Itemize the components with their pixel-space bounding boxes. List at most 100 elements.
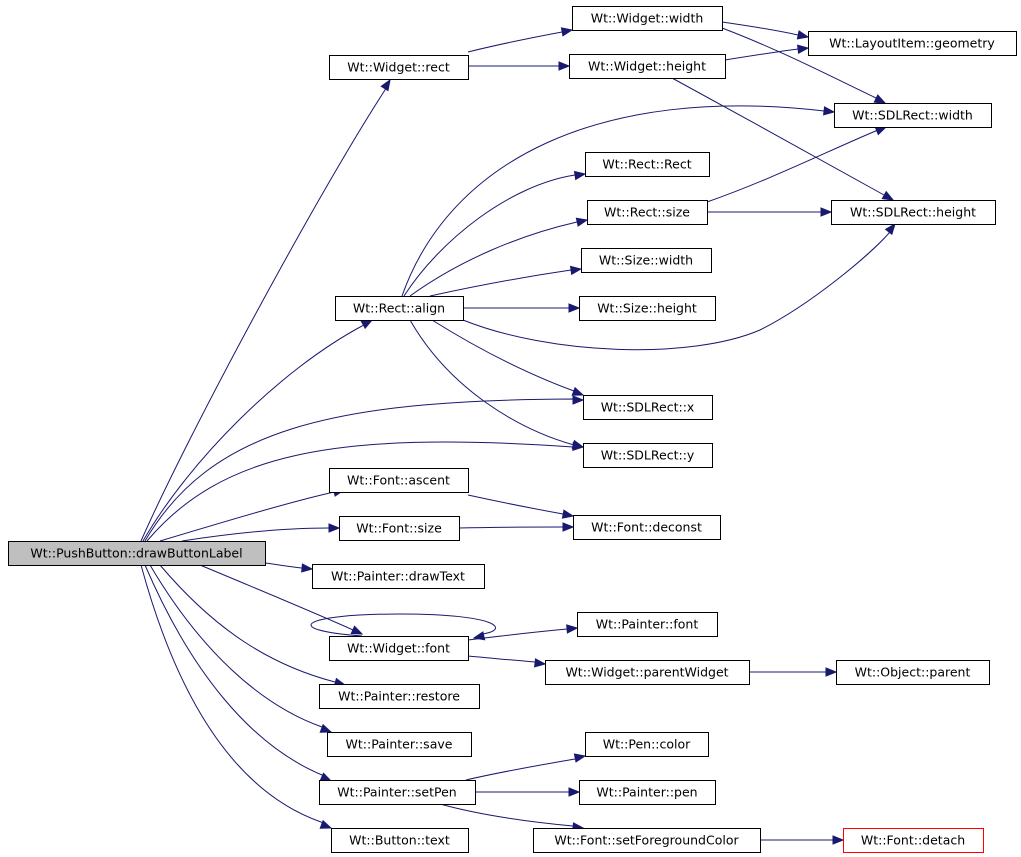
- edge-line: [467, 494, 574, 517]
- node-box[interactable]: [312, 564, 485, 589]
- node-box[interactable]: [834, 103, 992, 128]
- edge-line: [144, 398, 584, 542]
- node-label: Wt::Painter::setPen: [337, 785, 456, 800]
- node-sdlrect-height[interactable]: Wt::SDLRect::height: [831, 200, 996, 225]
- edge-rect-align-to-sdlrect-height: [462, 222, 896, 351]
- arrowhead-icon: [328, 523, 341, 533]
- node-pushbutton-drawbuttonlabel[interactable]: Wt::PushButton::drawButtonLabel: [8, 541, 266, 566]
- node-label: Wt::Rect::align: [353, 301, 445, 316]
- arrowhead-icon: [572, 395, 585, 405]
- arrowhead-icon: [566, 624, 579, 634]
- edge-widget-height-to-layoutitem-geometry: [724, 44, 810, 61]
- node-sdlrect-width[interactable]: Wt::SDLRect::width: [834, 103, 992, 128]
- node-widget-parentwidget[interactable]: Wt::Widget::parentWidget: [545, 660, 750, 685]
- node-sdlrect-x[interactable]: Wt::SDLRect::x: [583, 395, 713, 420]
- node-box[interactable]: [569, 54, 726, 79]
- node-box[interactable]: [329, 468, 469, 493]
- edge-widget-rect-to-widget-height: [468, 61, 571, 71]
- arrowhead-icon: [560, 27, 574, 37]
- node-font-size[interactable]: Wt::Font::size: [339, 516, 460, 541]
- node-widget-height[interactable]: Wt::Widget::height: [569, 54, 726, 79]
- node-font-detach[interactable]: Wt::Font::detach: [843, 828, 984, 853]
- node-sdlrect-y[interactable]: Wt::SDLRect::y: [583, 443, 713, 468]
- node-box[interactable]: [327, 732, 472, 757]
- node-font-setforegroundcolor[interactable]: Wt::Font::setForegroundColor: [533, 828, 761, 853]
- node-label: Wt::Widget::rect: [347, 60, 450, 75]
- node-rect-rect[interactable]: Wt::Rect::Rect: [585, 152, 710, 177]
- arrowhead-icon: [796, 30, 810, 40]
- node-box[interactable]: [583, 395, 713, 420]
- edge-line: [159, 489, 345, 542]
- node-box[interactable]: [329, 55, 469, 80]
- arrowhead-icon: [319, 723, 333, 733]
- arrowhead-icon: [562, 522, 575, 532]
- node-painter-pen[interactable]: Wt::Painter::pen: [579, 780, 716, 805]
- node-size-height[interactable]: Wt::Size::height: [579, 296, 716, 321]
- node-widget-font[interactable]: Wt::Widget::font: [329, 636, 469, 661]
- node-box[interactable]: [577, 612, 718, 637]
- edge-line: [310, 613, 497, 639]
- node-label: Wt::Widget::width: [591, 11, 704, 26]
- node-widget-width[interactable]: Wt::Widget::width: [572, 6, 723, 31]
- node-box[interactable]: [8, 541, 266, 566]
- edge-line: [159, 564, 346, 686]
- node-rect-size[interactable]: Wt::Rect::size: [587, 200, 708, 225]
- node-box[interactable]: [331, 828, 469, 853]
- node-box[interactable]: [585, 732, 709, 757]
- node-box[interactable]: [579, 296, 716, 321]
- node-painter-save[interactable]: Wt::Painter::save: [327, 732, 472, 757]
- node-box[interactable]: [808, 31, 1017, 56]
- node-box[interactable]: [573, 515, 721, 540]
- node-label: Wt::Painter::save: [346, 737, 453, 752]
- node-font-ascent[interactable]: Wt::Font::ascent: [329, 468, 469, 493]
- edge-widget-height-to-sdlrect-height: [671, 77, 895, 201]
- node-rect-align[interactable]: Wt::Rect::align: [335, 296, 464, 321]
- node-painter-font[interactable]: Wt::Painter::font: [577, 612, 718, 637]
- node-box[interactable]: [587, 200, 708, 225]
- node-label: Wt::Font::size: [356, 521, 442, 536]
- node-box[interactable]: [545, 660, 750, 685]
- arrowhead-icon: [825, 667, 838, 677]
- edge-rect-align-to-size-height: [462, 303, 581, 313]
- node-box[interactable]: [831, 200, 996, 225]
- arrowhead-icon: [832, 835, 845, 845]
- node-painter-drawtext[interactable]: Wt::Painter::drawText: [312, 564, 485, 589]
- node-box[interactable]: [579, 780, 716, 805]
- node-label: Wt::SDLRect::x: [601, 400, 695, 415]
- node-box[interactable]: [319, 684, 480, 709]
- node-box[interactable]: [572, 6, 723, 31]
- node-label: Wt::Font::deconst: [591, 520, 702, 535]
- node-box[interactable]: [843, 828, 984, 853]
- node-font-deconst[interactable]: Wt::Font::deconst: [573, 515, 721, 540]
- node-button-text[interactable]: Wt::Button::text: [331, 828, 469, 853]
- node-box[interactable]: [319, 780, 476, 805]
- node-box[interactable]: [339, 516, 460, 541]
- arrowhead-icon: [873, 94, 887, 104]
- node-object-parent[interactable]: Wt::Object::parent: [836, 660, 990, 685]
- edge-pushbutton-drawbuttonlabel-to-font-ascent: [159, 487, 346, 542]
- edge-painter-setpen-to-painter-pen: [474, 787, 581, 797]
- node-box[interactable]: [533, 828, 761, 853]
- node-box[interactable]: [583, 443, 713, 468]
- edge-line: [409, 319, 584, 448]
- node-box[interactable]: [585, 152, 710, 177]
- node-painter-setpen[interactable]: Wt::Painter::setPen: [319, 780, 476, 805]
- node-box[interactable]: [581, 248, 712, 273]
- edge-line: [401, 105, 835, 297]
- arrowhead-icon: [301, 563, 314, 573]
- node-painter-restore[interactable]: Wt::Painter::restore: [319, 684, 480, 709]
- node-pen-color[interactable]: Wt::Pen::color: [585, 732, 709, 757]
- node-box[interactable]: [836, 660, 990, 685]
- arrowhead-icon: [568, 303, 581, 313]
- node-label: Wt::Size::width: [599, 253, 693, 268]
- node-label: Wt::Widget::height: [588, 59, 706, 74]
- node-box[interactable]: [335, 296, 464, 321]
- node-layoutitem-geometry[interactable]: Wt::LayoutItem::geometry: [808, 31, 1017, 56]
- edge-rect-align-to-sdlrect-width: [401, 105, 836, 297]
- node-label: Wt::Widget::parentWidget: [565, 665, 728, 680]
- edge-line: [458, 526, 573, 529]
- node-box[interactable]: [329, 636, 469, 661]
- node-widget-rect[interactable]: Wt::Widget::rect: [329, 55, 469, 80]
- arrowhead-icon: [571, 386, 585, 396]
- node-size-width[interactable]: Wt::Size::width: [581, 248, 712, 273]
